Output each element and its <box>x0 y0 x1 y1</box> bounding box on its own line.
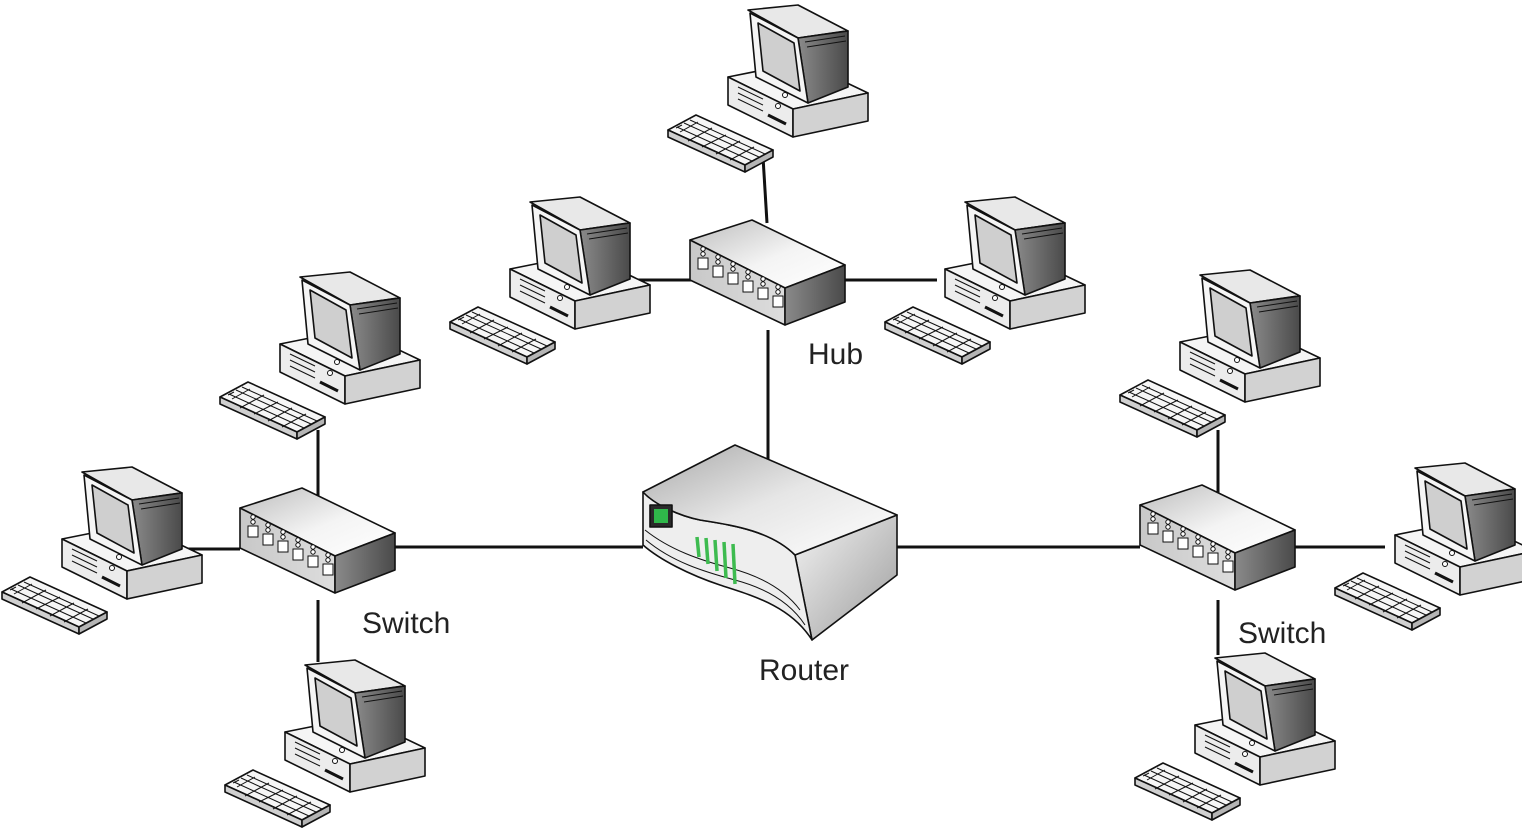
hub-icon[interactable] <box>689 219 846 326</box>
computer-left-bottom[interactable] <box>223 658 427 829</box>
cable-hub-top-computer <box>761 156 769 224</box>
computer-top[interactable] <box>666 3 870 174</box>
switch-right-icon[interactable] <box>1139 484 1296 591</box>
computer-left-top[interactable] <box>218 270 422 441</box>
switch-right-label: Switch <box>1238 617 1326 650</box>
router-icon[interactable] <box>642 444 898 641</box>
computer-right-top[interactable] <box>1118 268 1322 439</box>
computer-right-bottom[interactable] <box>1133 651 1337 822</box>
cables <box>187 156 1385 662</box>
switch-left-icon[interactable] <box>239 487 396 594</box>
computer-hub-left[interactable] <box>448 195 652 366</box>
router-label: Router <box>759 654 849 687</box>
computer-left-west[interactable] <box>0 465 204 636</box>
switch-left-label: Switch <box>362 607 450 640</box>
hub-label: Hub <box>808 338 863 371</box>
